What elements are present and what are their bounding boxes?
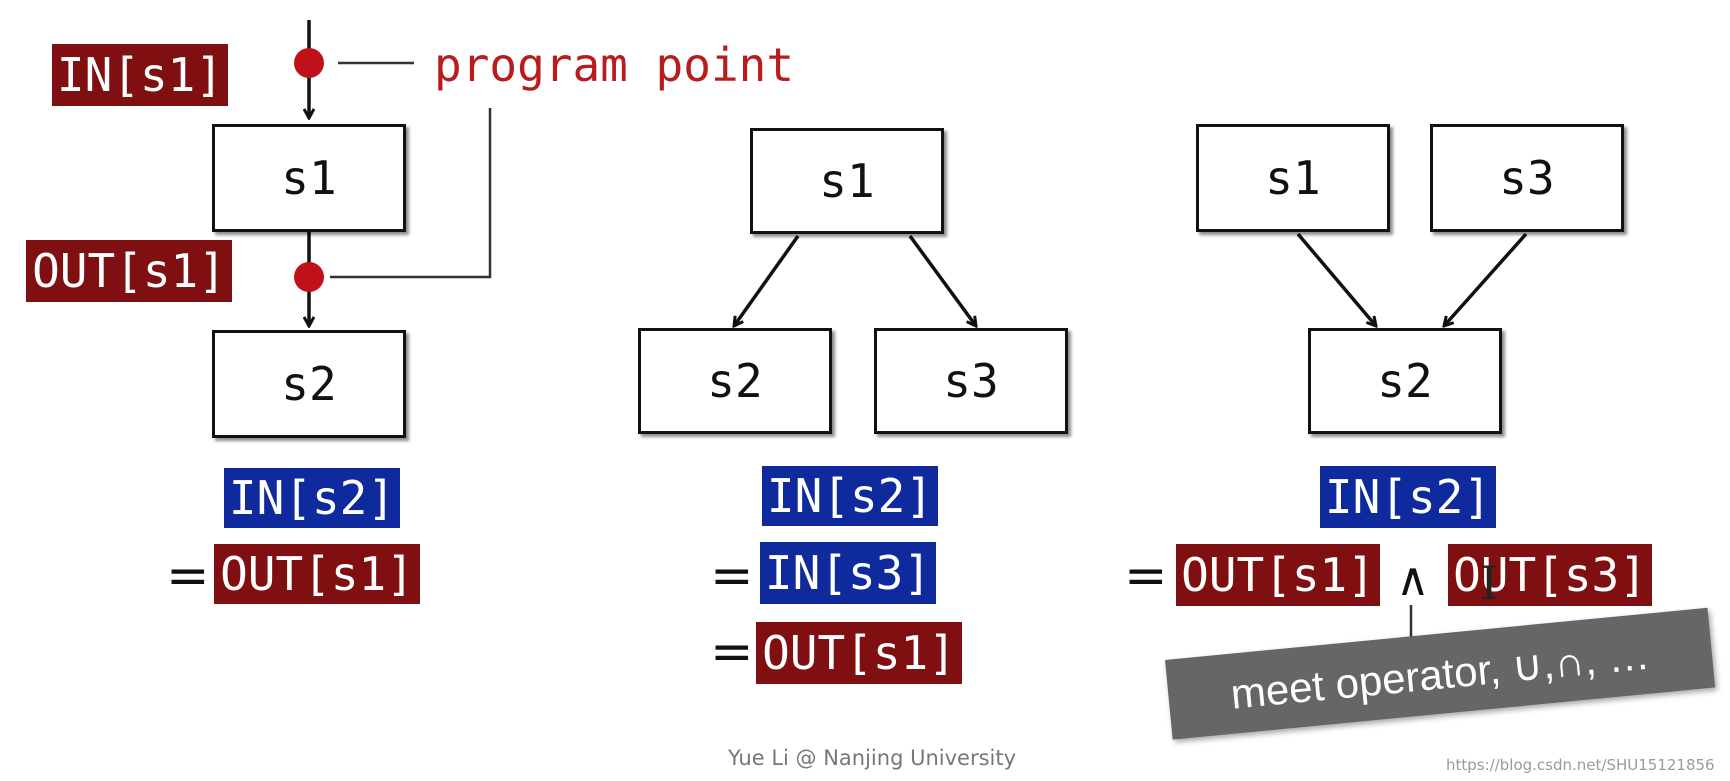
text-cursor-icon: I bbox=[1480, 556, 1499, 610]
panel2-node-s1: s1 bbox=[750, 128, 944, 234]
panel3-node-s2: s2 bbox=[1308, 328, 1502, 434]
panel2-equals-1: = bbox=[710, 546, 754, 606]
program-point-dot-top bbox=[294, 48, 324, 78]
panel2-out-s1: OUT[s1] bbox=[756, 622, 962, 684]
panel1-node-s1: s1 bbox=[212, 124, 406, 232]
meet-operator-symbol: ∧ bbox=[1396, 552, 1430, 606]
panel3-node-s3: s3 bbox=[1430, 124, 1624, 232]
panel1-in-s2: IN[s2] bbox=[224, 468, 400, 528]
program-point-dot-middle bbox=[294, 262, 324, 292]
panel1-equals: = bbox=[166, 546, 210, 606]
out-s1-label: OUT[s1] bbox=[26, 240, 232, 302]
panel1-node-s2: s2 bbox=[212, 330, 406, 438]
panel3-node-s1: s1 bbox=[1196, 124, 1390, 232]
program-point-label: program point bbox=[434, 38, 795, 92]
panel2-equals-2: = bbox=[710, 622, 754, 682]
edge-s1-to-s3 bbox=[908, 234, 976, 326]
panel3-out-s3: OUT[s3] bbox=[1448, 544, 1652, 606]
panel3-equals: = bbox=[1124, 546, 1168, 606]
program-point-leader-middle bbox=[330, 108, 492, 279]
in-s1-label: IN[s1] bbox=[52, 44, 228, 106]
edge-s1-to-s2 bbox=[734, 234, 800, 326]
panel3-out-s1: OUT[s1] bbox=[1176, 544, 1380, 606]
watermark: https://blog.csdn.net/SHU15121856 bbox=[1446, 756, 1715, 774]
panel2-node-s3: s3 bbox=[874, 328, 1068, 434]
panel2-node-s2: s2 bbox=[638, 328, 832, 434]
edge-s1-to-s2 bbox=[1296, 232, 1376, 326]
slide-footer: Yue Li @ Nanjing University bbox=[728, 746, 1017, 770]
edge-s3-to-s2 bbox=[1444, 232, 1528, 326]
panel1-out-s1: OUT[s1] bbox=[214, 544, 420, 604]
panel3-in-s2: IN[s2] bbox=[1320, 466, 1496, 528]
panel2-in-s2: IN[s2] bbox=[762, 466, 938, 526]
panel2-in-s3: IN[s3] bbox=[760, 542, 936, 604]
